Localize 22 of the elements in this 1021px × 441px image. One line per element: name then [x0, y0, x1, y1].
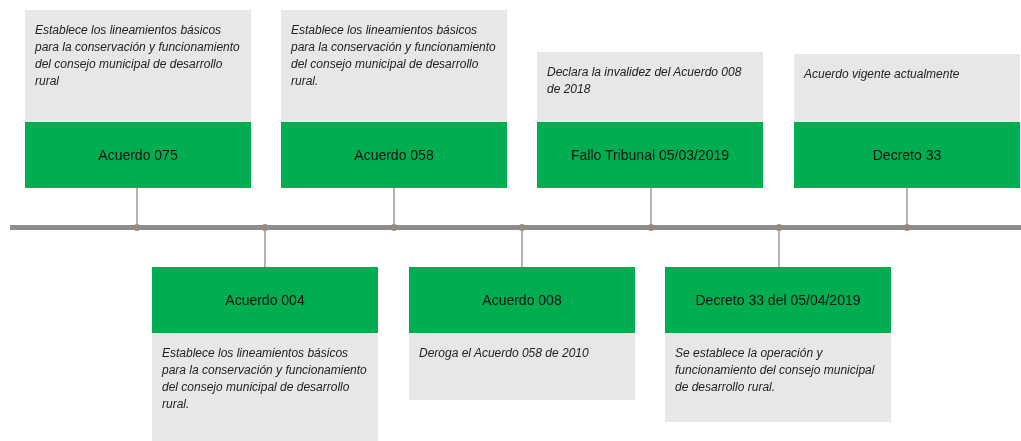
connector-line — [650, 187, 652, 226]
connector-line — [264, 229, 266, 268]
connector-line — [136, 187, 138, 226]
event-description: Acuerdo vigente actualmente — [794, 54, 1020, 122]
event-title: Fallo Tribunal 05/03/2019 — [537, 122, 763, 188]
event-description: Establece los lineamientos básicos para la conservación y funcionamiento del consejo municipal de desarrollo rural — [25, 10, 251, 122]
event-title: Acuerdo 004 — [152, 267, 378, 333]
connector-line — [393, 187, 395, 226]
event-title: Acuerdo 008 — [409, 267, 635, 333]
event-title: Acuerdo 058 — [281, 122, 507, 188]
event-description: Se establece la operación y funcionamiento del consejo municipal de desarrollo rural. — [665, 333, 891, 422]
event-title: Acuerdo 075 — [25, 122, 251, 188]
connector-line — [778, 229, 780, 268]
connector-line — [521, 229, 523, 268]
event-description: Establece los lineamientos básicos para la conservación y funcionamiento del consejo municipal de desarrollo rural. — [281, 10, 507, 122]
connector-line — [906, 187, 908, 226]
timeline-axis — [10, 225, 1021, 230]
event-title: Decreto 33 — [794, 122, 1020, 188]
event-description: Establece los lineamientos básicos para la conservación y funcionamiento del consejo municipal de desarrollo rural. — [152, 333, 378, 441]
event-description: Declara la invalidez del Acuerdo 008 de 2018 — [537, 52, 763, 122]
event-title: Decreto 33 del 05/04/2019 — [665, 267, 891, 333]
event-description: Deroga el Acuerdo 058 de 2010 — [409, 333, 635, 400]
